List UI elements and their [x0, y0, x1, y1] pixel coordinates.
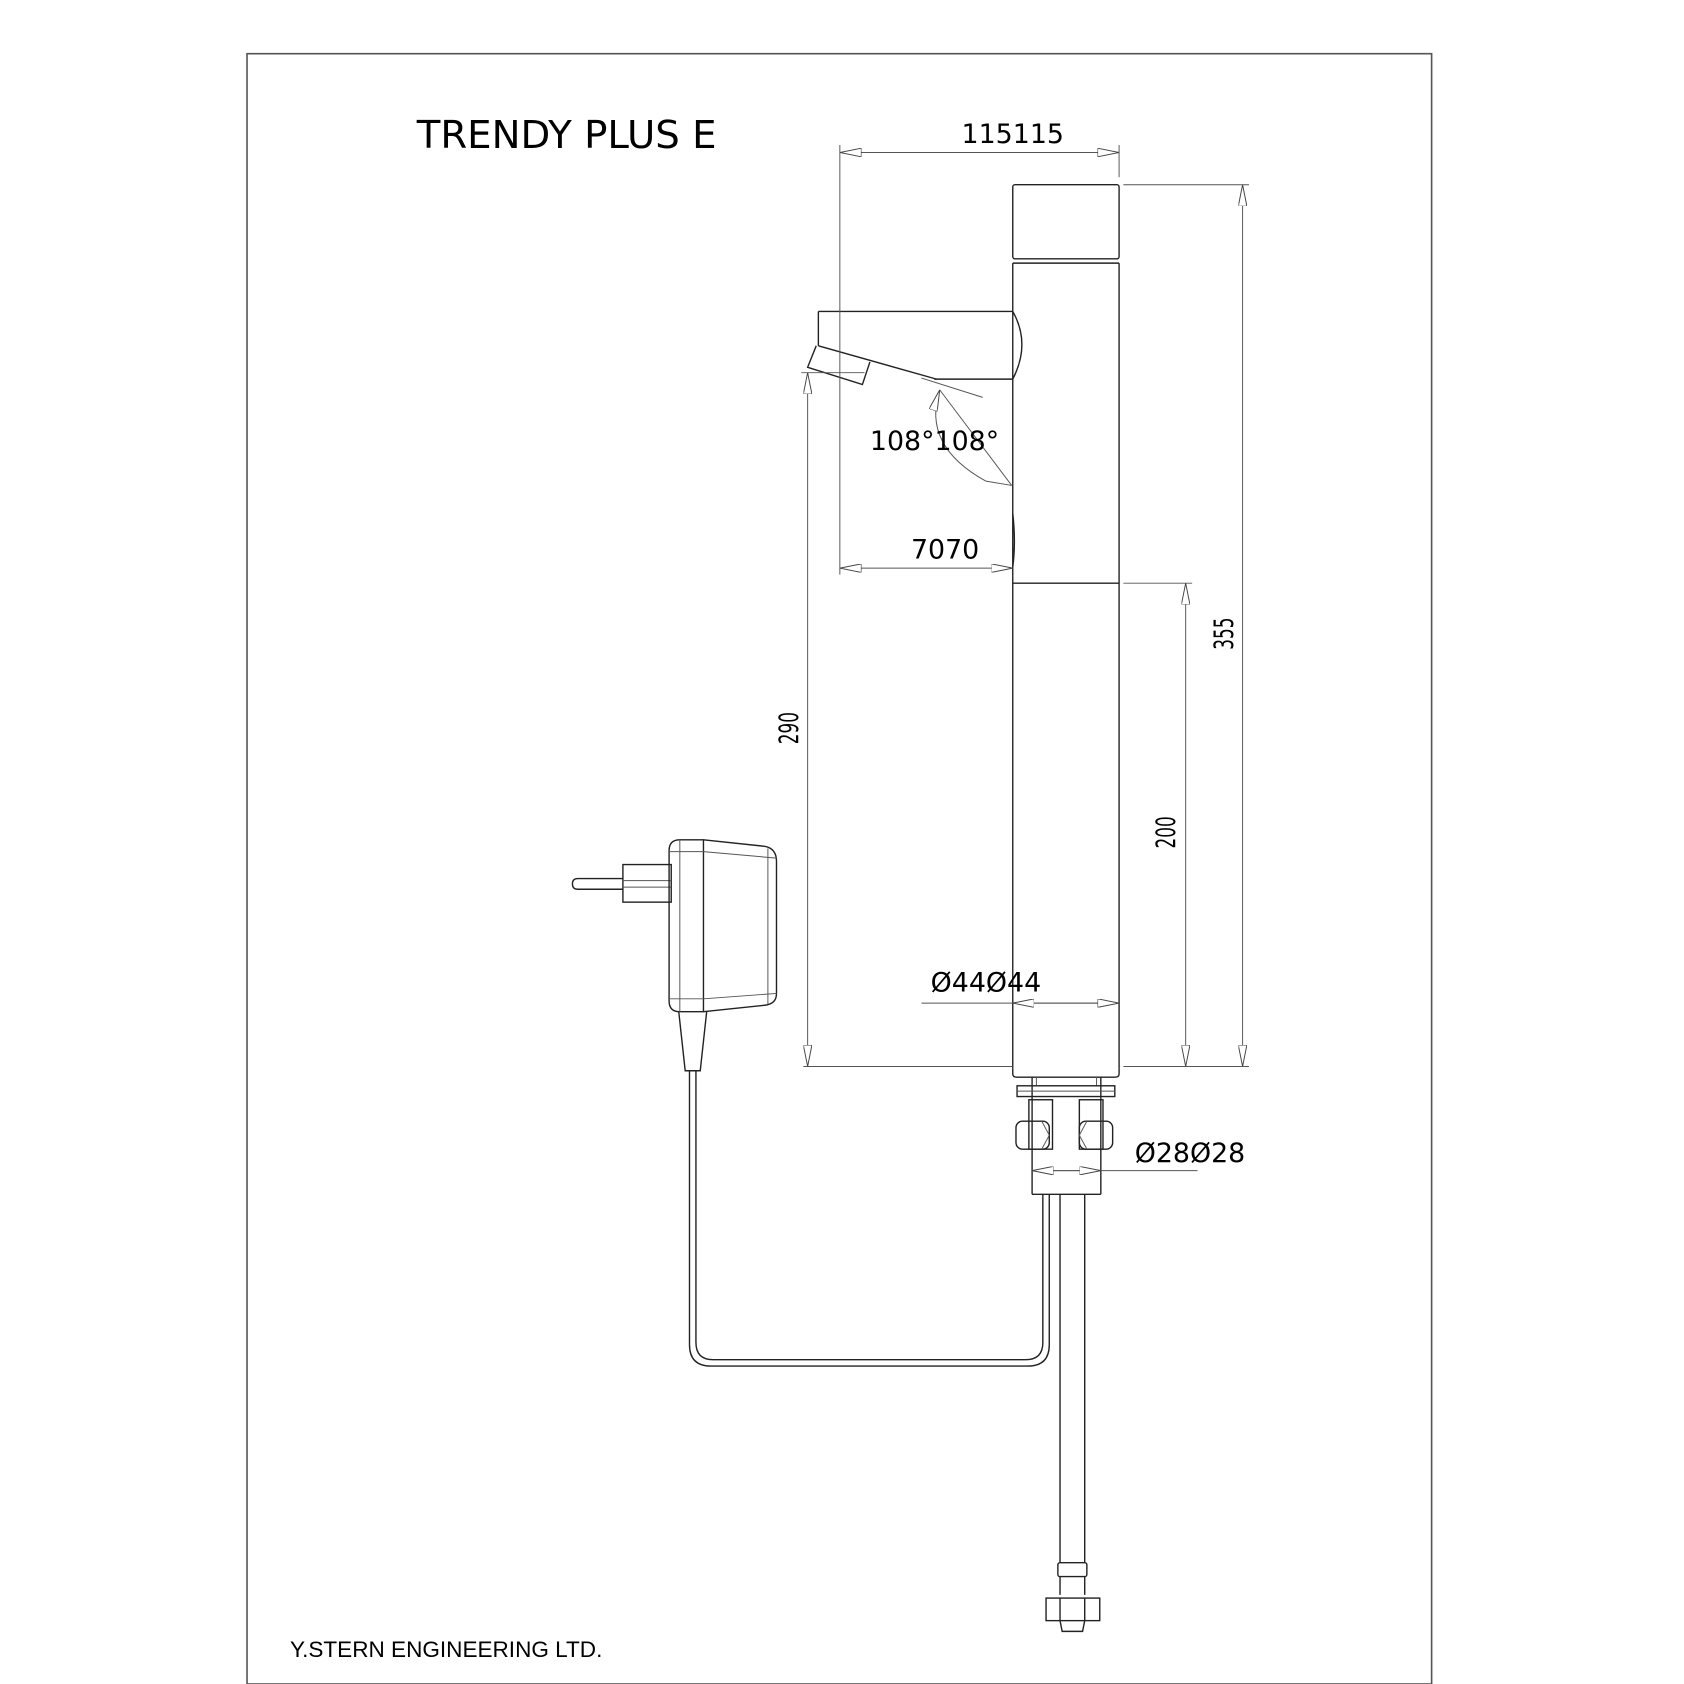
mounting-shank [1015, 1077, 1116, 1195]
aerator [806, 345, 871, 386]
faucet-body [1012, 184, 1120, 1078]
reach-dimension: 115115 [839, 119, 1120, 575]
reach-from-body-label: 7070 [911, 534, 979, 565]
reach-label: 115115 [962, 119, 1064, 150]
supply-hose [1045, 1194, 1101, 1633]
power-adapter-icon [571, 839, 778, 1072]
lower-body-height-dimension: 200 [1123, 582, 1193, 1067]
reach-from-body-dimension: 7070 [839, 534, 1013, 568]
body-diameter-dimension: Ø44Ø44 [921, 967, 1120, 1003]
outlet-height-label: 290 [774, 712, 805, 744]
total-height-label: 355 [1209, 618, 1240, 650]
body-diameter-label: Ø44Ø44 [931, 967, 1042, 998]
shank-diameter-dimension: Ø28Ø28 [1032, 1138, 1245, 1171]
company-name: Y.STERN ENGINEERING LTD. [290, 1637, 602, 1662]
drawing-title: TRENDY PLUS E [416, 113, 717, 158]
lower-body-height-label: 200 [1151, 816, 1182, 848]
total-height-dimension: 355 [1123, 184, 1250, 1067]
outlet-height-dimension: 290 [774, 372, 1013, 1067]
shank-diameter-label: Ø28Ø28 [1135, 1138, 1246, 1169]
spout-angle-dimension: 108°108° [870, 377, 1013, 486]
drawing-frame [246, 52, 1433, 1684]
spout [806, 310, 1023, 386]
power-cable [688, 1070, 1050, 1367]
angle-label: 108°108° [870, 426, 999, 457]
